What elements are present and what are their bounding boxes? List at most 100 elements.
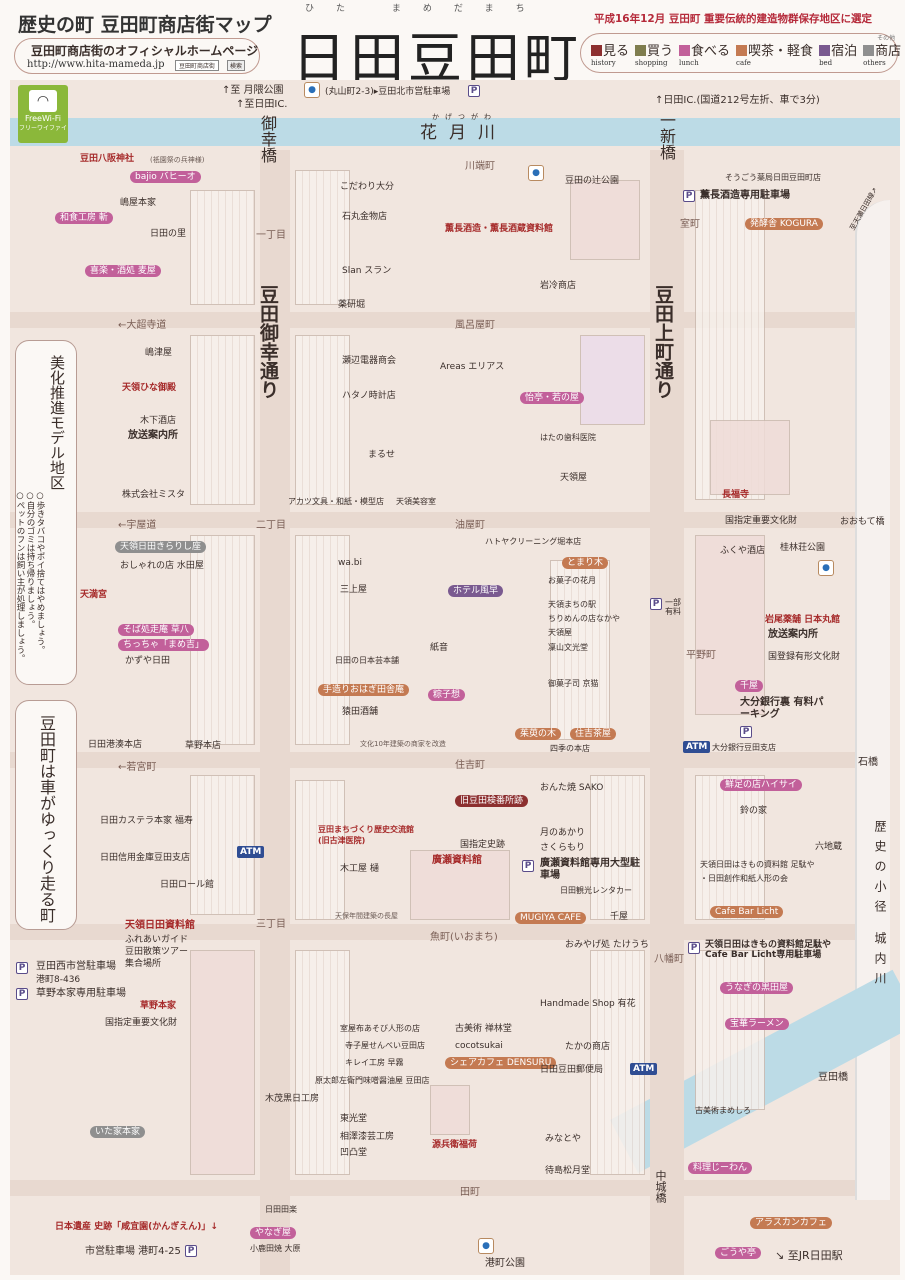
place-sakuramori[interactable]: さくらもり xyxy=(540,843,586,853)
place-shimaya[interactable]: 嶋屋本家 xyxy=(120,198,157,208)
place-itei[interactable]: 怡亭・若の屋 xyxy=(520,392,585,405)
place-oita-parking[interactable]: 大分銀行裏 有料パーキング xyxy=(740,697,824,720)
place-hirose-parking[interactable]: 廣瀬資料館専用大型駐車場 xyxy=(540,858,640,881)
place-biyoshitsu[interactable]: 天領美容室 xyxy=(396,497,436,506)
place-ohara[interactable]: 小鹿田焼 大原 xyxy=(250,1244,301,1253)
place-shiki[interactable]: 四季の本店 xyxy=(550,744,590,753)
place-takeuchi[interactable]: おみやげ処 たけうち xyxy=(565,940,649,950)
place-tokodo[interactable]: 東光堂 xyxy=(340,1114,368,1124)
place-kirei[interactable]: キレイ工房 早霧 xyxy=(345,1058,404,1067)
place-jiwan[interactable]: 料理じーわん xyxy=(688,1162,753,1175)
place-mizutaya[interactable]: おしゃれの店 水田屋 xyxy=(120,561,204,571)
kangien-note[interactable]: 日本遺産 史跡「咸宜園(かんぎえん)」↓ xyxy=(55,1222,218,1232)
place-genbei[interactable]: 源兵衛福荷 xyxy=(432,1140,478,1150)
place-nakaya[interactable]: ちりめんの店なかや xyxy=(548,614,620,623)
place-tsuji-park[interactable]: 豆田の辻公園 xyxy=(565,176,620,186)
place-yakenbori[interactable]: 薬研堀 xyxy=(338,300,366,310)
place-hoka[interactable]: 宝華ラーメン xyxy=(725,1018,789,1031)
place-tenryoya-2[interactable]: 天領屋 xyxy=(548,628,572,637)
place-kimo[interactable]: 木茂黒日工房 xyxy=(265,1094,320,1104)
place-sako[interactable]: おんた焼 SAKO xyxy=(540,783,604,793)
place-cocotsukai[interactable]: cocotsukai xyxy=(455,1041,503,1051)
place-wabi[interactable]: wa.bi xyxy=(338,558,362,568)
place-chimaki[interactable]: 粽子想 xyxy=(428,689,466,702)
place-city-parking[interactable]: 市営駐車場 港町4-25 xyxy=(85,1246,181,1257)
place-post-office[interactable]: 日田豆田郵便局 xyxy=(540,1065,604,1075)
place-haisai[interactable]: 鮮足の店ハイサイ xyxy=(720,779,802,792)
place-hatano-clock[interactable]: ハタノ時計店 xyxy=(342,391,396,401)
place-michinoeki[interactable]: 天領まちの駅 xyxy=(548,600,596,609)
place-hina-goten[interactable]: 天領ひな御殿 xyxy=(122,383,177,393)
place-dental[interactable]: はたの歯科医院 xyxy=(540,433,596,442)
search-box[interactable]: 豆田町商店街 xyxy=(175,60,220,71)
place-shion[interactable]: 紙音 xyxy=(430,643,449,653)
search-button[interactable]: 検索 xyxy=(227,60,246,71)
place-slan[interactable]: Slan スラン xyxy=(342,266,392,276)
homepage-link[interactable]: http://www.hita-mameda.jp xyxy=(27,59,165,70)
place-licht[interactable]: Cafe Bar Licht xyxy=(710,906,784,919)
place-kurodaya[interactable]: うなぎの黒田屋 xyxy=(720,982,794,995)
place-ningyo[interactable]: 室屋布あそび人形の店 xyxy=(340,1024,420,1033)
place-rentacar[interactable]: 日田観光レンタカー xyxy=(560,886,632,895)
place-kusano-parking[interactable]: 草野本家専用駐車場 xyxy=(36,988,126,999)
place-bunkodo[interactable]: 凜山文光堂 xyxy=(548,643,588,652)
place-aizawa[interactable]: 相澤漆芸工房 xyxy=(340,1132,395,1142)
place-kodawari[interactable]: こだわり大分 xyxy=(340,182,395,192)
place-kyoneko[interactable]: 御菓子司 京猫 xyxy=(548,679,599,688)
place-ishimaru[interactable]: 石丸金物店 xyxy=(342,212,388,222)
place-maruse[interactable]: まるせ xyxy=(368,450,396,460)
place-shinkin[interactable]: 日田信用金庫豆田支店 xyxy=(100,853,191,863)
place-bajio[interactable]: bajio バヒーオ xyxy=(130,171,201,184)
place-sakata[interactable]: 猿田酒舗 xyxy=(342,707,379,717)
place-areas[interactable]: Areas エリアス xyxy=(440,362,505,372)
place-yasaka-shrine[interactable]: 豆田八阪神社 xyxy=(80,154,135,164)
place-mamekichi[interactable]: ちっちゃ「まめ吉」 xyxy=(118,639,210,652)
place-yuka[interactable]: Handmade Shop 有花 xyxy=(540,999,636,1009)
place-sumiyoshi-chaya[interactable]: 住吉茶屋 xyxy=(570,728,617,741)
place-shogetsudo[interactable]: 待島松月堂 xyxy=(545,1166,591,1176)
place-keirinso-park[interactable]: 桂林荘公園 xyxy=(780,543,826,553)
place-hatoya[interactable]: ハトヤクリーニング堀本店 xyxy=(485,537,582,546)
place-gumi[interactable]: 茱萸の木 xyxy=(515,728,562,741)
place-sogo[interactable]: そうごう薬局日田豆田町店 xyxy=(725,173,821,182)
place-yanagiya[interactable]: やなぎ屋 xyxy=(250,1227,297,1240)
place-broadcast-2[interactable]: 放送案内所 xyxy=(768,629,818,640)
place-akatsu[interactable]: アカツ文具・和紙・模型店 xyxy=(288,497,384,506)
place-tomarigi[interactable]: とまり木 xyxy=(562,557,609,570)
place-soba[interactable]: そば処走庵 草八 xyxy=(118,624,194,637)
place-kuncho-parking[interactable]: 薫長酒造専用駐車場 xyxy=(700,190,790,201)
place-senya-2[interactable]: 千屋 xyxy=(735,680,764,693)
place-densuru[interactable]: シェアカフェ DENSURU xyxy=(445,1057,557,1070)
place-miso[interactable]: 原太郎左衛門味噌醤油屋 豆田店 xyxy=(315,1076,430,1085)
place-mokkoya[interactable]: 木工屋 樋 xyxy=(340,864,379,874)
place-fukuya[interactable]: ふくや酒店 xyxy=(720,546,766,556)
place-tenmangu[interactable]: 天満宮 xyxy=(80,590,108,600)
place-inakaan[interactable]: 手造りおはぎ田舎庵 xyxy=(318,684,410,697)
place-west-parking[interactable]: 豆田西市営駐車場 xyxy=(36,961,116,972)
place-minatoya[interactable]: みなとや xyxy=(545,1134,582,1144)
place-senya-1[interactable]: 千屋 xyxy=(610,912,629,922)
place-dengaku[interactable]: 日田田楽 xyxy=(265,1205,297,1214)
place-minatoya-honten[interactable]: 日田港湊本店 xyxy=(88,740,143,750)
place-kusano-honke[interactable]: 草野本家 xyxy=(140,1001,177,1011)
place-kusano-shop[interactable]: 草野本店 xyxy=(185,741,222,751)
place-suzunoya[interactable]: 鈴の家 xyxy=(740,806,768,816)
place-honpo[interactable]: 日田の日本芸本舗 xyxy=(335,656,399,665)
place-kinoshita[interactable]: 木下酒店 xyxy=(140,416,177,426)
place-ototsu[interactable]: 凹凸堂 xyxy=(340,1148,368,1158)
place-senbei[interactable]: 寺子屋せんべい豆田店 xyxy=(345,1041,425,1050)
place-hita-sato[interactable]: 日田の里 xyxy=(150,229,187,239)
place-iwasa[interactable]: 岩冷商店 xyxy=(540,281,577,291)
place-mugiya[interactable]: 喜楽・酒処 麦屋 xyxy=(85,265,161,278)
place-tenryoya[interactable]: 天領屋 xyxy=(560,473,588,483)
place-washi[interactable]: ・日田創作和紙人形の会 xyxy=(700,874,788,883)
place-kirari[interactable]: 天領日田きらりし座 xyxy=(115,541,207,554)
place-shimazuya[interactable]: 嶋津屋 xyxy=(145,348,173,358)
place-mugiya-cafe[interactable]: MUGIYA CAFE xyxy=(515,912,587,925)
place-itaya[interactable]: いた家本家 xyxy=(90,1126,146,1139)
place-alaskan[interactable]: アラスカンカフェ xyxy=(750,1217,832,1230)
place-shiryokan[interactable]: 天領日田資料館 xyxy=(125,920,195,931)
place-castella[interactable]: 日田カステラ本家 福寿 xyxy=(100,816,193,826)
place-mikamiya[interactable]: 三上屋 xyxy=(340,585,368,595)
place-tsuki[interactable]: 月のあかり xyxy=(540,828,586,838)
